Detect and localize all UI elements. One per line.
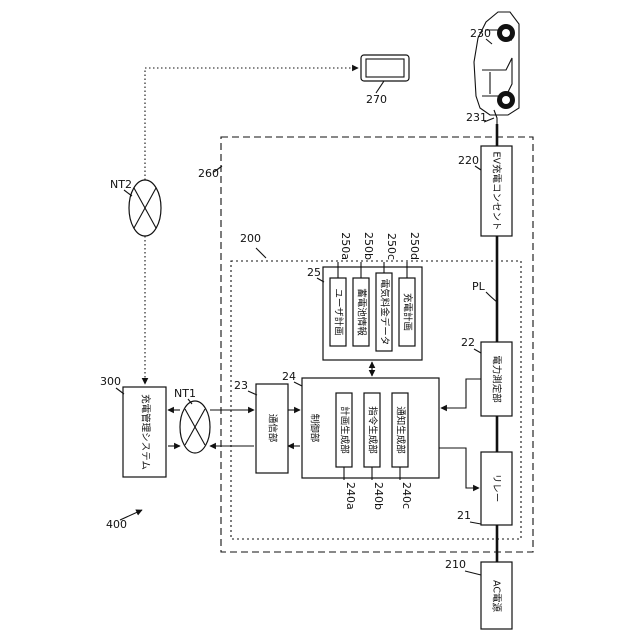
- tariff-data-label: 電気料金データ: [379, 279, 391, 346]
- charge-plan-label: 充電計画: [402, 293, 414, 331]
- notice-gen-node: 通知生成部: [392, 393, 408, 467]
- ev-outlet-ref: 220: [458, 154, 479, 167]
- user-plan-label: ユーザ計画: [333, 288, 345, 335]
- comm-label: 通信部: [267, 414, 279, 443]
- plan-gen-label: 計画生成部: [339, 406, 351, 454]
- ac-source-label: AC電源: [491, 580, 502, 612]
- smartphone-icon: [361, 55, 409, 81]
- power-line-ref: PL: [472, 280, 486, 293]
- power-meter-node: 電力測定部: [481, 342, 512, 416]
- relay-label: リレー: [491, 474, 502, 503]
- ev-outlet-node: EV充電コンセント: [481, 146, 512, 236]
- cmd-gen-node: 指令生成部: [364, 393, 380, 467]
- battery-info-ref: 250b: [362, 232, 375, 260]
- server-label: 充電管理システム: [140, 394, 152, 470]
- network-nt2-icon: [129, 180, 161, 236]
- server-node: 充電管理システム: [123, 387, 166, 477]
- user-plan-ref: 250a: [339, 232, 352, 260]
- cmd-gen-label: 指令生成部: [367, 406, 379, 454]
- control-label: 制御部: [309, 414, 321, 443]
- user-plan-node: ユーザ計画: [330, 278, 346, 346]
- notice-gen-ref: 240c: [400, 482, 413, 509]
- network-nt1-ref: NT1: [174, 387, 196, 400]
- comm-node: 通信部: [256, 384, 288, 473]
- tariff-data-node: 電気料金データ: [376, 273, 392, 351]
- plan-gen-node: 計画生成部: [336, 393, 352, 467]
- house-ref: 260: [198, 167, 219, 180]
- controller-ref: 200: [240, 232, 261, 245]
- ev-outlet-label: EV充電コンセント: [491, 151, 503, 230]
- phone-ref: 270: [366, 93, 387, 106]
- network-nt2-ref: NT2: [110, 178, 132, 191]
- ac-source-node: AC電源: [481, 562, 512, 629]
- cmd-gen-ref: 240b: [372, 482, 385, 510]
- battery-info-node: 蓄電池情報: [353, 278, 369, 346]
- plan-gen-ref: 240a: [344, 482, 357, 510]
- figure-number: 400: [106, 518, 127, 531]
- vehicle-ref: 230: [470, 27, 491, 40]
- server-ref: 300: [100, 375, 121, 388]
- power-meter-ref: 22: [461, 336, 475, 349]
- charge-plan-ref: 250d: [408, 232, 421, 260]
- control-ref: 24: [282, 370, 296, 383]
- power-meter-label: 電力測定部: [491, 355, 503, 403]
- storage-ref: 25: [307, 266, 321, 279]
- relay-ref: 21: [457, 509, 471, 522]
- battery-info-label: 蓄電池情報: [356, 288, 368, 336]
- vehicle-cable-ref: 231: [466, 111, 487, 124]
- relay-node: リレー: [481, 452, 512, 525]
- ac-source-ref: 210: [445, 558, 466, 571]
- network-nt1-icon: [180, 401, 210, 453]
- tariff-data-ref: 250c: [385, 233, 398, 260]
- comm-ref: 23: [234, 379, 248, 392]
- notice-gen-label: 通知生成部: [395, 406, 407, 454]
- charge-plan-node: 充電計画: [399, 278, 415, 346]
